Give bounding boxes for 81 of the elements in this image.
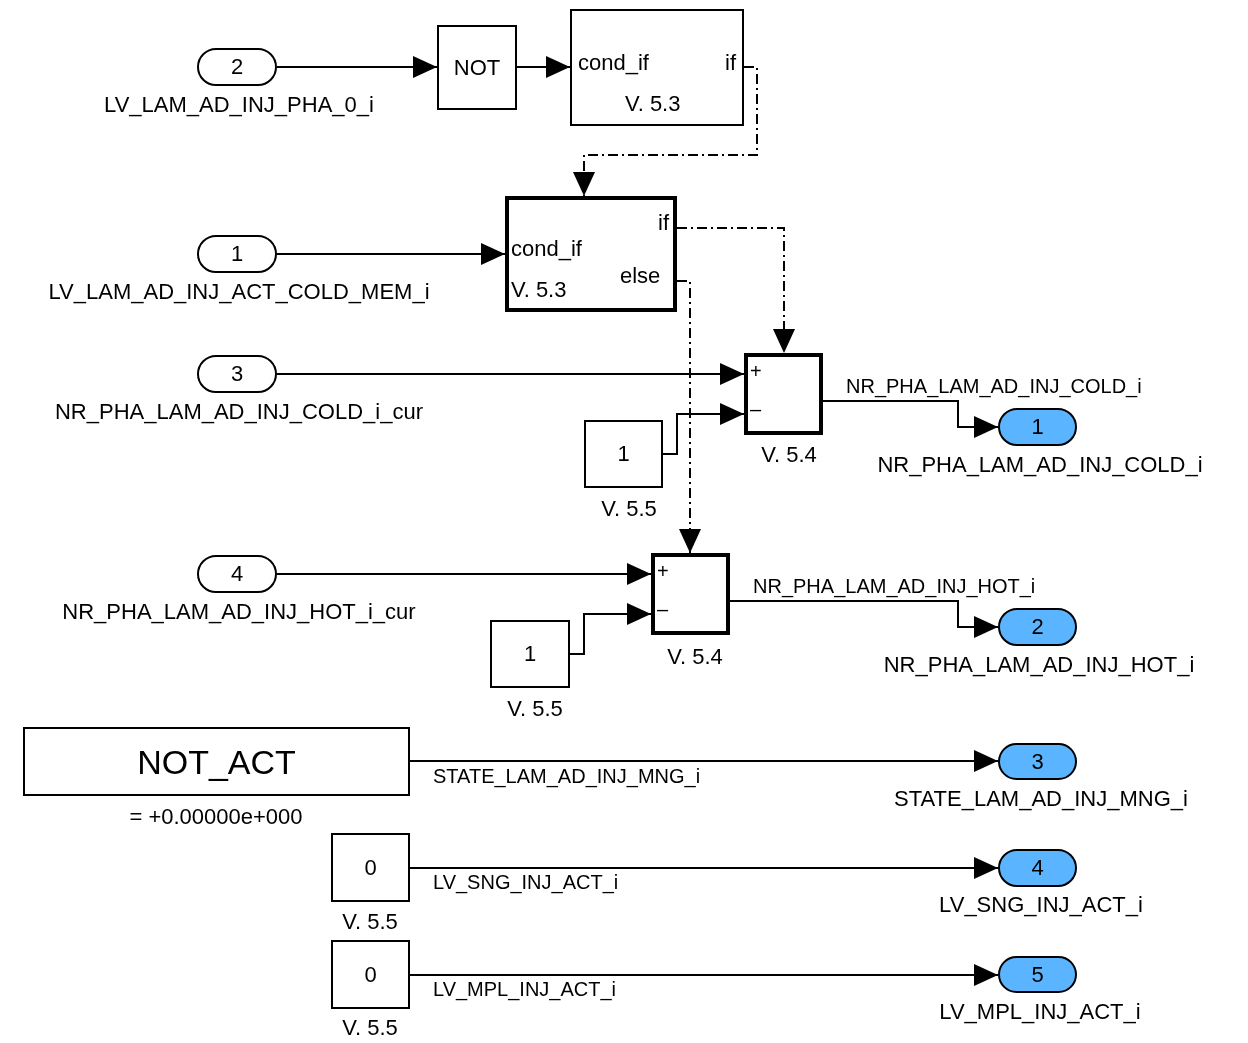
- signal-label: STATE_LAM_AD_INJ_MNG_i: [432, 765, 702, 787]
- block-text: 0: [364, 963, 377, 986]
- outport-block: [998, 956, 1077, 993]
- block-caption: LV_LAM_AD_INJ_PHA_0_i: [104, 93, 374, 117]
- signal-arrow: [676, 227, 795, 354]
- block-text: NOT_ACT: [137, 744, 296, 779]
- block-caption: LV_SNG_INJ_ACT_i: [939, 893, 1143, 917]
- outport-block: [998, 849, 1077, 887]
- block-caption: NR_PHA_LAM_AD_INJ_HOT_i: [883, 653, 1195, 677]
- function-block: [744, 353, 823, 435]
- block-text: 2: [1031, 616, 1044, 638]
- outport-block: [998, 743, 1077, 780]
- signal-label: NR_PHA_LAM_AD_INJ_COLD_i: [845, 375, 1143, 397]
- block-text: 0: [364, 856, 377, 879]
- signal-arrow: [276, 563, 652, 585]
- block-caption: = +0.00000e+000: [129, 805, 303, 829]
- inport-block: [197, 235, 277, 273]
- block-text: if: [658, 212, 669, 234]
- function-block: [490, 620, 570, 688]
- block-text: NOT: [453, 56, 501, 79]
- block-text: V. 5.3: [511, 279, 567, 301]
- block-text: cond_if: [511, 238, 582, 260]
- signal-label: NR_PHA_LAM_AD_INJ_HOT_i: [752, 575, 1037, 597]
- block-text: 5: [1031, 963, 1044, 986]
- block-text: 2: [230, 56, 244, 78]
- signal-arrow: [409, 964, 999, 986]
- block-text: 1: [230, 243, 244, 265]
- inport-block: [197, 355, 277, 393]
- signal-arrow: [276, 56, 438, 78]
- outport-block: [998, 408, 1077, 446]
- signal-arrow: [662, 403, 745, 455]
- block-caption: V. 5.5: [342, 1016, 398, 1040]
- block-caption: NR_PHA_LAM_AD_INJ_HOT_i_cur: [62, 600, 416, 624]
- block-text: 4: [1031, 857, 1044, 879]
- signal-arrow: [676, 280, 701, 554]
- signal-arrow: [573, 66, 758, 197]
- block-caption: V. 5.5: [507, 697, 563, 721]
- function-block: [331, 940, 410, 1009]
- function-block: [23, 727, 410, 796]
- block-caption: V. 5.5: [342, 910, 398, 934]
- function-block: [570, 9, 744, 126]
- block-caption: LV_MPL_INJ_ACT_i: [939, 1000, 1141, 1024]
- signal-arrow: [822, 400, 999, 438]
- outport-block: [998, 608, 1077, 646]
- block-text: +: [750, 361, 762, 381]
- block-text: if: [725, 52, 736, 74]
- block-text: –: [750, 399, 762, 419]
- function-block: [331, 833, 410, 902]
- inport-block: [197, 555, 277, 593]
- block-caption: STATE_LAM_AD_INJ_MNG_i: [894, 787, 1188, 811]
- signal-arrow: [409, 750, 999, 772]
- block-text: V. 5.3: [625, 93, 681, 115]
- block-text: +: [657, 561, 669, 581]
- block-caption: LV_LAM_AD_INJ_ACT_COLD_MEM_i: [48, 280, 430, 304]
- block-text: 4: [230, 563, 244, 585]
- function-block: [651, 553, 730, 635]
- signal-arrow: [276, 243, 506, 265]
- signal-arrow: [569, 603, 652, 655]
- block-caption: V. 5.4: [667, 645, 723, 669]
- block-caption: NR_PHA_LAM_AD_INJ_COLD_i: [877, 453, 1203, 477]
- block-text: –: [657, 599, 669, 619]
- signal-arrow: [409, 857, 999, 879]
- function-block: [437, 25, 517, 110]
- block-caption: V. 5.4: [761, 443, 817, 467]
- block-text: 1: [1031, 416, 1044, 438]
- block-text: else: [620, 265, 661, 287]
- block-text: cond_if: [578, 52, 649, 74]
- function-block: [584, 420, 663, 488]
- signal-arrow: [276, 363, 745, 385]
- signal-label: LV_MPL_INJ_ACT_i: [432, 978, 618, 1000]
- block-text: 1: [617, 443, 630, 465]
- signal-label: LV_SNG_INJ_ACT_i: [432, 871, 620, 893]
- block-text: 1: [523, 643, 537, 665]
- block-caption: V. 5.5: [601, 497, 657, 521]
- signal-arrow: [516, 56, 571, 78]
- inport-block: [197, 48, 277, 86]
- function-block: [505, 196, 677, 312]
- block-text: 3: [230, 363, 244, 385]
- block-caption: NR_PHA_LAM_AD_INJ_COLD_i_cur: [55, 400, 423, 424]
- block-text: 3: [1031, 750, 1044, 773]
- signal-arrow: [729, 600, 999, 638]
